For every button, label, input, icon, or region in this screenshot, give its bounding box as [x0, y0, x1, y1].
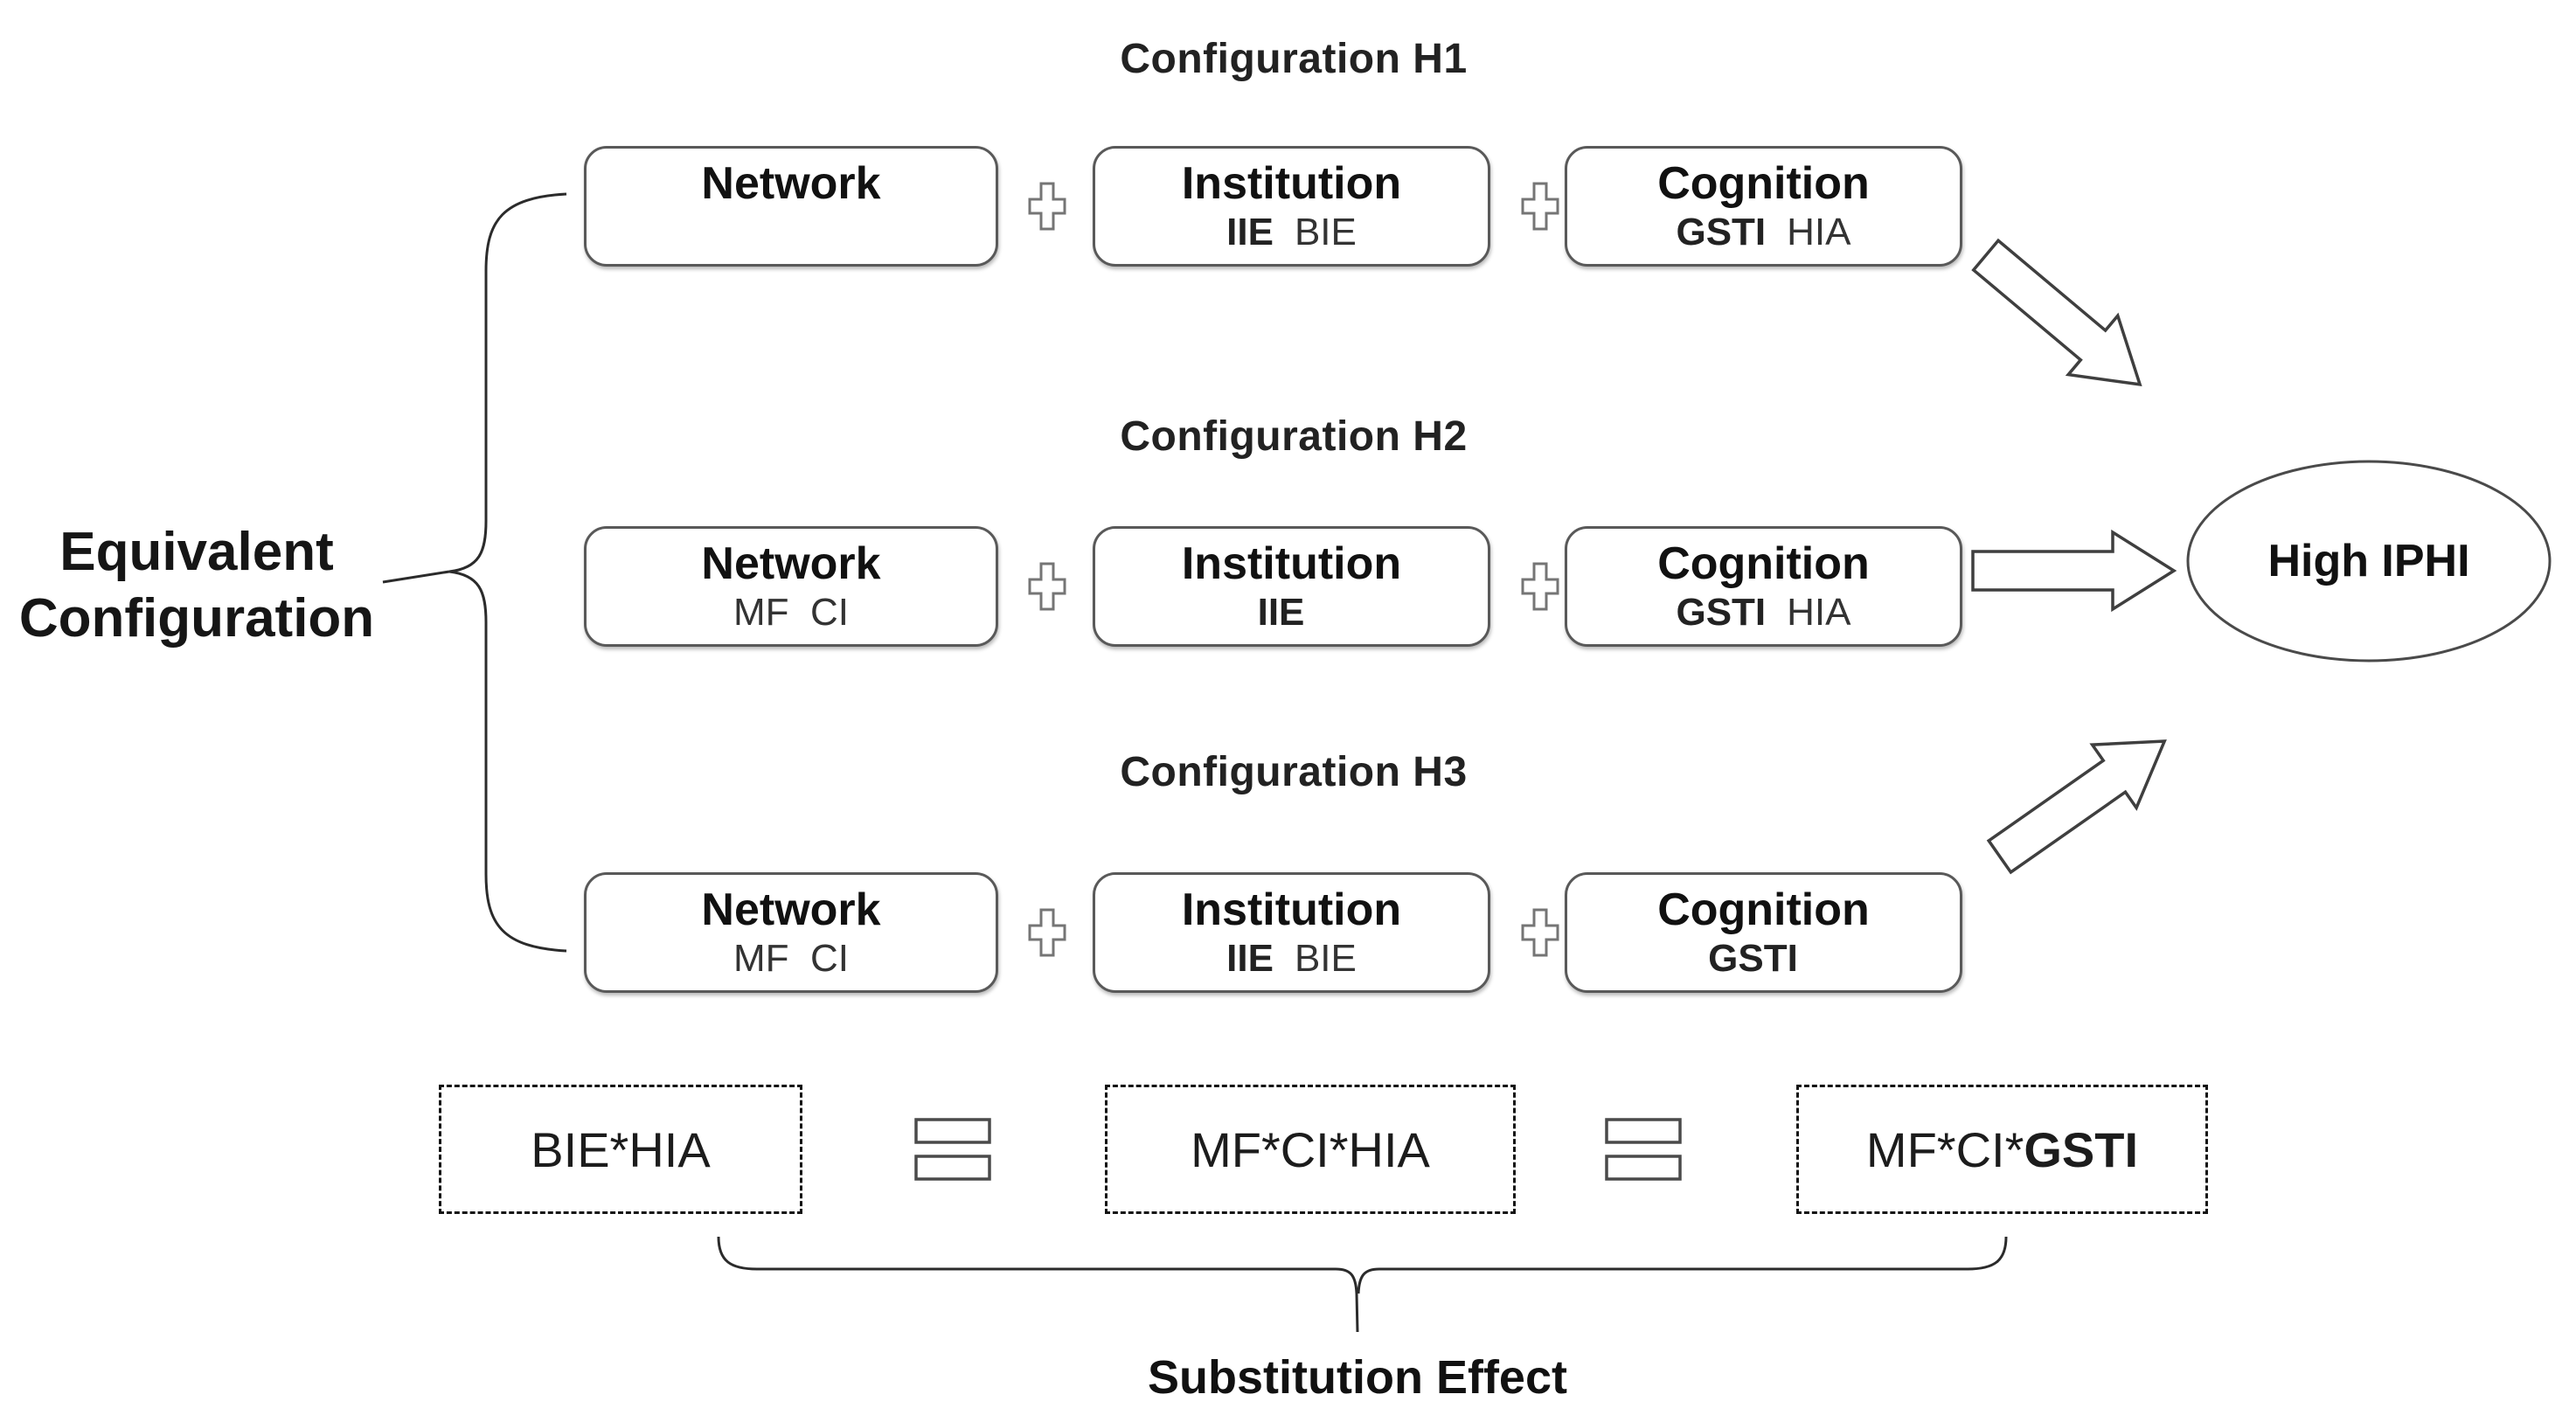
h1-cognition-box: Cognition GSTI HIA: [1565, 146, 1962, 267]
equivalent-configuration-line1: Equivalent: [59, 522, 334, 582]
h2-network-box: Network MF CI: [584, 526, 998, 647]
h1-cognition-condition-regular: HIA: [1787, 211, 1851, 253]
h3-cognition-box: Cognition GSTI: [1565, 872, 1962, 993]
h2-network-condition-regular: MF CI: [733, 591, 849, 634]
h2-institution-condition-bold: IIE: [1257, 591, 1305, 634]
h1-network-box: Network: [584, 146, 998, 267]
h1-cognition-conditions: GSTI HIA: [1676, 211, 1850, 254]
equivalence-box-2: MF*CI*HIA: [1105, 1085, 1516, 1214]
h1-institution-title: Institution: [1181, 158, 1402, 209]
arrow-h1-to-outcome-icon: [1959, 224, 2167, 416]
plus-icon: [1028, 182, 1066, 231]
h2-network-title: Network: [701, 538, 881, 589]
h1-institution-condition-regular: BIE: [1294, 211, 1357, 253]
equivalent-connector-line: [382, 570, 450, 584]
arrow-h3-to-outcome-icon: [1975, 708, 2189, 890]
equivalent-configuration-label: Equivalent Configuration: [9, 519, 385, 652]
h3-cognition-condition-bold: GSTI: [1708, 937, 1798, 980]
plus-icon: [1521, 908, 1559, 957]
h2-cognition-box: Cognition GSTI HIA: [1565, 526, 1962, 647]
h3-cognition-conditions: GSTI: [1708, 937, 1819, 981]
h2-cognition-condition-bold: GSTI: [1676, 591, 1767, 634]
h3-network-box: Network MF CI: [584, 872, 998, 993]
h2-institution-title: Institution: [1181, 538, 1402, 589]
arrow-h2-to-outcome-icon: [1971, 531, 2176, 611]
equivalence-box-3-text-bold: GSTI: [2024, 1121, 2139, 1177]
h2-cognition-conditions: GSTI HIA: [1676, 591, 1850, 635]
h1-institution-conditions: IIE BIE: [1226, 211, 1357, 254]
h1-institution-box: Institution IIE BIE: [1093, 146, 1490, 267]
outcome-label: High IPHI: [2267, 536, 2470, 586]
h1-institution-condition-bold: IIE: [1226, 211, 1274, 253]
h2-cognition-condition-regular: HIA: [1787, 591, 1851, 634]
equals-icon: [1605, 1118, 1682, 1181]
plus-icon: [1521, 562, 1559, 611]
configuration-h3-title: Configuration H3: [1120, 749, 1468, 795]
substitution-brace: [1357, 1236, 2008, 1294]
equivalence-box-1-text: BIE*HIA: [531, 1121, 711, 1177]
h2-institution-conditions: IIE: [1258, 591, 1326, 635]
h1-cognition-condition-bold: GSTI: [1676, 211, 1767, 253]
equivalence-box-3: MF*CI*GSTI: [1796, 1085, 2208, 1214]
h3-network-conditions: MF CI: [733, 937, 849, 981]
h2-cognition-title: Cognition: [1657, 538, 1870, 589]
plus-icon: [1028, 908, 1066, 957]
h3-institution-condition-bold: IIE: [1226, 937, 1274, 980]
substitution-brace: [717, 1236, 1359, 1333]
h1-network-title: Network: [701, 158, 881, 209]
equals-icon: [914, 1118, 991, 1181]
substitution-effect-label: Substitution Effect: [1148, 1351, 1567, 1404]
equivalence-box-2-text: MF*CI*HIA: [1191, 1121, 1430, 1177]
plus-icon: [1028, 562, 1066, 611]
h3-network-title: Network: [701, 884, 881, 935]
equivalence-box-3-text: MF*CI*: [1865, 1121, 2024, 1177]
h3-cognition-title: Cognition: [1657, 884, 1870, 935]
h2-network-conditions: MF CI: [733, 591, 849, 635]
h3-institution-title: Institution: [1181, 884, 1402, 935]
equivalent-brace: [448, 192, 567, 953]
h1-cognition-title: Cognition: [1657, 158, 1870, 209]
plus-icon: [1521, 182, 1559, 231]
h3-institution-condition-regular: BIE: [1294, 937, 1357, 980]
h3-institution-box: Institution IIE BIE: [1093, 872, 1490, 993]
h3-network-condition-regular: MF CI: [733, 937, 849, 980]
configuration-h1-title: Configuration H1: [1120, 36, 1468, 82]
equivalent-configuration-line2: Configuration: [18, 588, 375, 649]
h3-institution-conditions: IIE BIE: [1226, 937, 1357, 981]
equivalence-box-1: BIE*HIA: [439, 1085, 802, 1214]
h2-institution-box: Institution IIE: [1093, 526, 1490, 647]
configuration-h2-title: Configuration H2: [1120, 413, 1468, 460]
